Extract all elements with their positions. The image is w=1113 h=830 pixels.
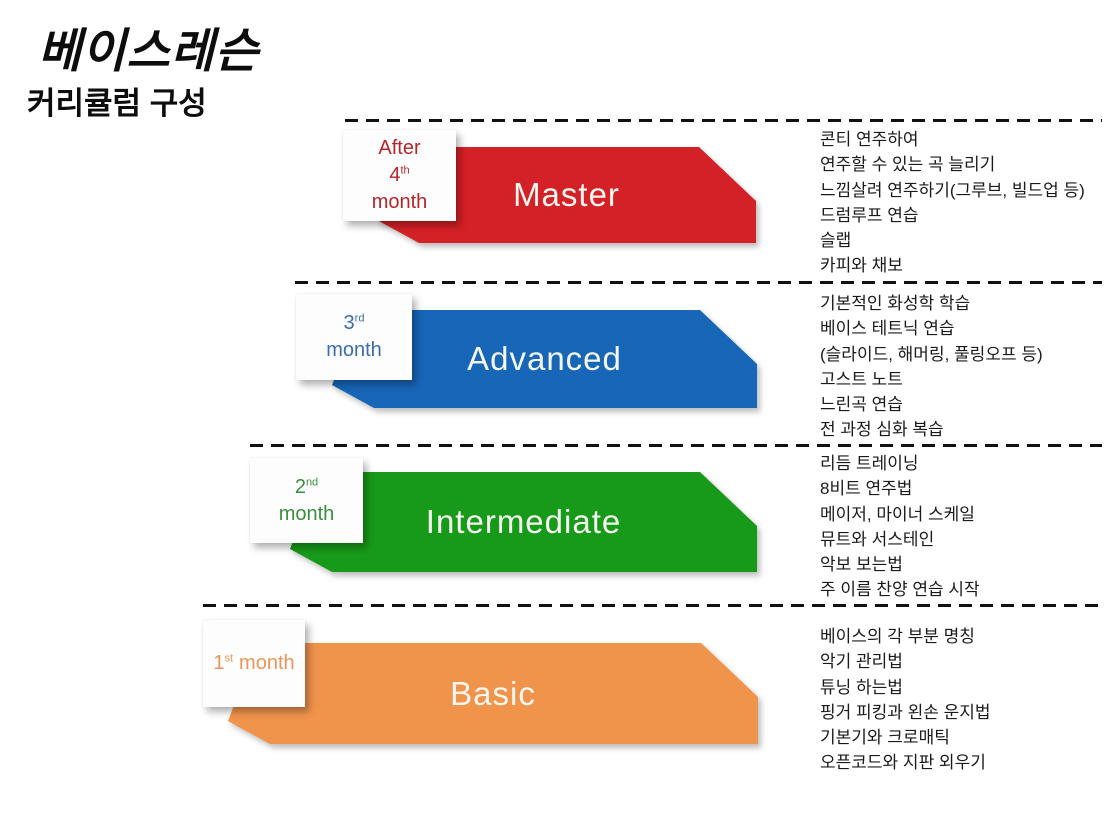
curriculum-list-intermediate: 리듬 트레이닝 8비트 연주법 메이저, 마이너 스케일 뮤트와 서스테인 악보…	[820, 451, 1113, 603]
curriculum-list-basic: 베이스의 각 부분 명칭 악기 관리법 튜닝 하는법 핑거 피킹과 왼손 운지법…	[820, 624, 1113, 776]
curriculum-item: 악기 관리법	[820, 652, 903, 672]
divider-line-basic	[203, 604, 1102, 607]
level-label-intermediate: Intermediate	[425, 503, 622, 540]
curriculum-item: 전 과정 심화 복습	[820, 420, 944, 440]
curriculum-item: 드럼루프 연습	[820, 205, 919, 225]
curriculum-item: 베이스의 각 부분 명칭	[820, 627, 975, 646]
level-label-master: Master	[513, 176, 620, 213]
badge-month: month	[278, 502, 335, 525]
badge-ordinal: nd	[305, 475, 319, 488]
level-label-advanced: Advanced	[467, 340, 622, 377]
curriculum-item: 콘티 연주하여	[820, 130, 919, 149]
page-title: 베이스레슨	[38, 24, 260, 77]
curriculum-item: 8비트 연주법	[820, 479, 913, 499]
level-label-basic: Basic	[450, 674, 536, 712]
curriculum-item: 뮤트와 서스테인	[820, 529, 935, 549]
curriculum-item: 느낌살려 연주하기(그루브, 빌드업 등)	[820, 180, 1085, 200]
divider-line-advanced	[295, 281, 1102, 284]
curriculum-item: (슬라이드, 해머링, 풀링오프 등)	[820, 344, 1043, 364]
month-badge-advanced: 3rd month	[296, 294, 412, 380]
month-badge-intermediate: 2nd month	[250, 458, 363, 543]
curriculum-item: 슬랩	[820, 231, 852, 251]
curriculum-list-master: 콘티 연주하여 연주할 수 있는 곡 늘리기 느낌살려 연주하기(그루브, 빌드…	[820, 127, 1113, 279]
badge-ordinal: st	[224, 652, 234, 665]
curriculum-item: 느린곡 연습	[820, 395, 903, 415]
badge-number-line: 3rd	[343, 312, 365, 334]
curriculum-item: 주 이름 찬양 연습 시작	[820, 580, 980, 600]
page-subtitle: 커리큘럼 구성	[27, 86, 207, 121]
curriculum-item: 기본기와 크로매틱	[820, 728, 950, 748]
curriculum-item: 메이저, 마이너 스케일	[820, 504, 975, 524]
curriculum-item: 튜닝 하는법	[820, 677, 903, 697]
badge-number-line: 2nd	[294, 475, 319, 498]
curriculum-list-advanced: 기본적인 화성학 학습 베이스 테트닉 연습 (슬라이드, 해머링, 풀링오프 …	[820, 291, 1113, 443]
curriculum-item: 기본적인 화성학 학습	[820, 294, 971, 313]
badge-month: month	[326, 339, 382, 361]
curriculum-item: 오픈코드와 지판 외우기	[820, 753, 986, 773]
badge-ordinal: th	[400, 164, 410, 177]
level-banner-intermediate: Intermediate	[290, 472, 757, 572]
badge-ordinal: rd	[354, 312, 365, 325]
badge-word: After	[378, 137, 421, 159]
level-banner-basic: Basic	[228, 643, 758, 744]
curriculum-item: 연주할 수 있는 곡 늘리기	[820, 155, 996, 175]
divider-line-master	[345, 119, 1102, 122]
curriculum-item: 베이스 테트닉 연습	[820, 319, 955, 339]
badge-number-line: 4th	[389, 164, 410, 186]
divider-line-intermediate	[250, 444, 1102, 447]
curriculum-item: 악보 보는법	[820, 555, 903, 575]
curriculum-item: 고스트 노트	[820, 369, 903, 389]
month-badge-master: After 4th month	[343, 130, 456, 221]
curriculum-item: 카피와 채보	[820, 256, 903, 276]
badge-month: month	[239, 652, 295, 674]
curriculum-item: 핑거 피킹과 왼손 운지법	[820, 702, 991, 722]
badge-month: month	[371, 191, 428, 213]
curriculum-item: 리듬 트레이닝	[820, 454, 919, 473]
